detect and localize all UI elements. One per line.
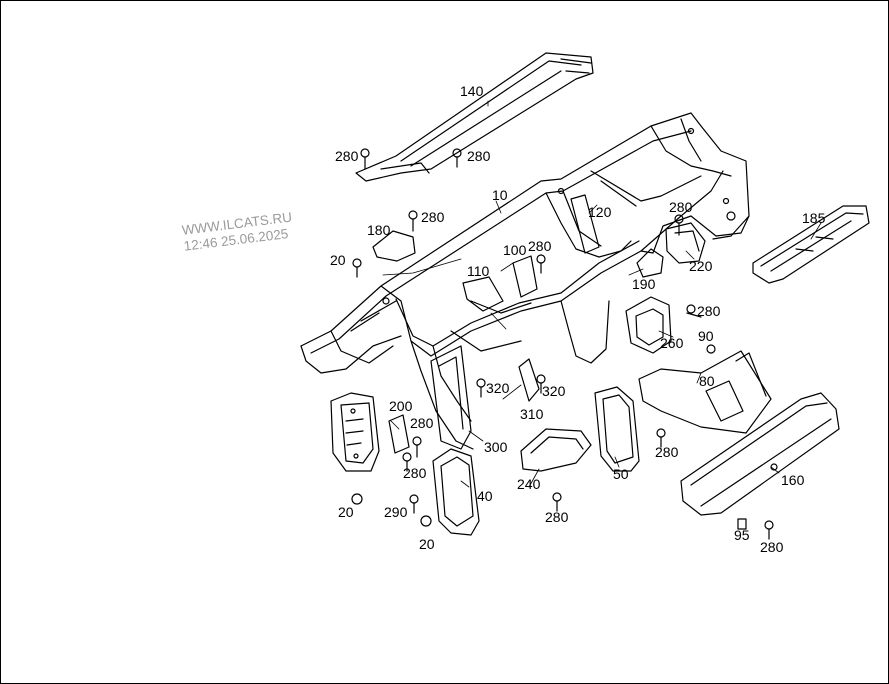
callout-280[interactable]: 280 xyxy=(335,148,359,164)
part-left-side-bracket[interactable] xyxy=(330,392,380,472)
part-190-bracket[interactable] xyxy=(636,248,664,278)
callout-280[interactable]: 280 xyxy=(467,148,491,164)
part-260-mount[interactable] xyxy=(625,296,672,354)
callout-280[interactable]: 280 xyxy=(655,444,679,460)
part-140-upper-rail[interactable] xyxy=(355,52,594,182)
callout-80[interactable]: 80 xyxy=(699,373,715,389)
part-185-right-rail[interactable] xyxy=(752,205,870,284)
callout-290[interactable]: 290 xyxy=(384,504,408,520)
part-200-bracket[interactable] xyxy=(388,414,410,454)
fasteners xyxy=(351,148,774,540)
callout-280[interactable]: 280 xyxy=(545,509,569,525)
part-120-bracket[interactable] xyxy=(570,194,600,254)
callout-185[interactable]: 185 xyxy=(802,210,826,226)
callout-100[interactable]: 100 xyxy=(503,242,527,258)
callout-280[interactable]: 280 xyxy=(410,415,434,431)
callout-200[interactable]: 200 xyxy=(389,398,413,414)
callout-300[interactable]: 300 xyxy=(484,439,508,455)
callout-320[interactable]: 320 xyxy=(542,383,566,399)
callout-10[interactable]: 10 xyxy=(492,187,508,203)
part-50-plate[interactable] xyxy=(594,386,640,472)
part-100-bracket[interactable] xyxy=(512,255,538,298)
callout-95[interactable]: 95 xyxy=(734,527,750,543)
callout-110[interactable]: 110 xyxy=(467,263,490,279)
callout-220[interactable]: 220 xyxy=(689,258,713,274)
part-240-bracket[interactable] xyxy=(520,428,592,472)
callout-280[interactable]: 280 xyxy=(403,465,427,481)
callout-240[interactable]: 240 xyxy=(517,476,541,492)
callout-160[interactable]: 160 xyxy=(781,472,805,488)
callout-190[interactable]: 190 xyxy=(632,276,656,292)
callout-320[interactable]: 320 xyxy=(486,380,510,396)
callout-20[interactable]: 20 xyxy=(419,536,435,552)
part-110-bracket[interactable] xyxy=(462,276,504,312)
callout-140[interactable]: 140 xyxy=(460,83,484,99)
callout-90[interactable]: 90 xyxy=(698,328,714,344)
part-40-vertical-brace[interactable] xyxy=(432,448,480,536)
part-180-bracket[interactable] xyxy=(372,230,416,262)
part-10-main-frame[interactable] xyxy=(300,112,750,450)
callout-260[interactable]: 260 xyxy=(660,335,684,351)
part-220-bracket[interactable] xyxy=(665,222,706,264)
callout-40[interactable]: 40 xyxy=(477,488,493,504)
callout-280[interactable]: 280 xyxy=(697,303,721,319)
part-160-cross-member[interactable] xyxy=(680,392,840,516)
callout-180[interactable]: 180 xyxy=(367,222,391,238)
callout-280[interactable]: 280 xyxy=(421,209,445,225)
callout-20[interactable]: 20 xyxy=(338,504,354,520)
leader-lines xyxy=(382,100,822,488)
part-300-bracket[interactable] xyxy=(430,345,472,450)
callout-120[interactable]: 120 xyxy=(588,204,612,220)
callout-20[interactable]: 20 xyxy=(330,252,346,268)
callout-50[interactable]: 50 xyxy=(613,466,629,482)
callout-310[interactable]: 310 xyxy=(520,406,544,422)
callout-280[interactable]: 280 xyxy=(760,539,784,555)
part-310-bracket[interactable] xyxy=(518,358,540,402)
callout-280[interactable]: 280 xyxy=(669,199,693,215)
callout-280[interactable]: 280 xyxy=(528,238,552,254)
part-80-bracket[interactable] xyxy=(638,350,772,434)
